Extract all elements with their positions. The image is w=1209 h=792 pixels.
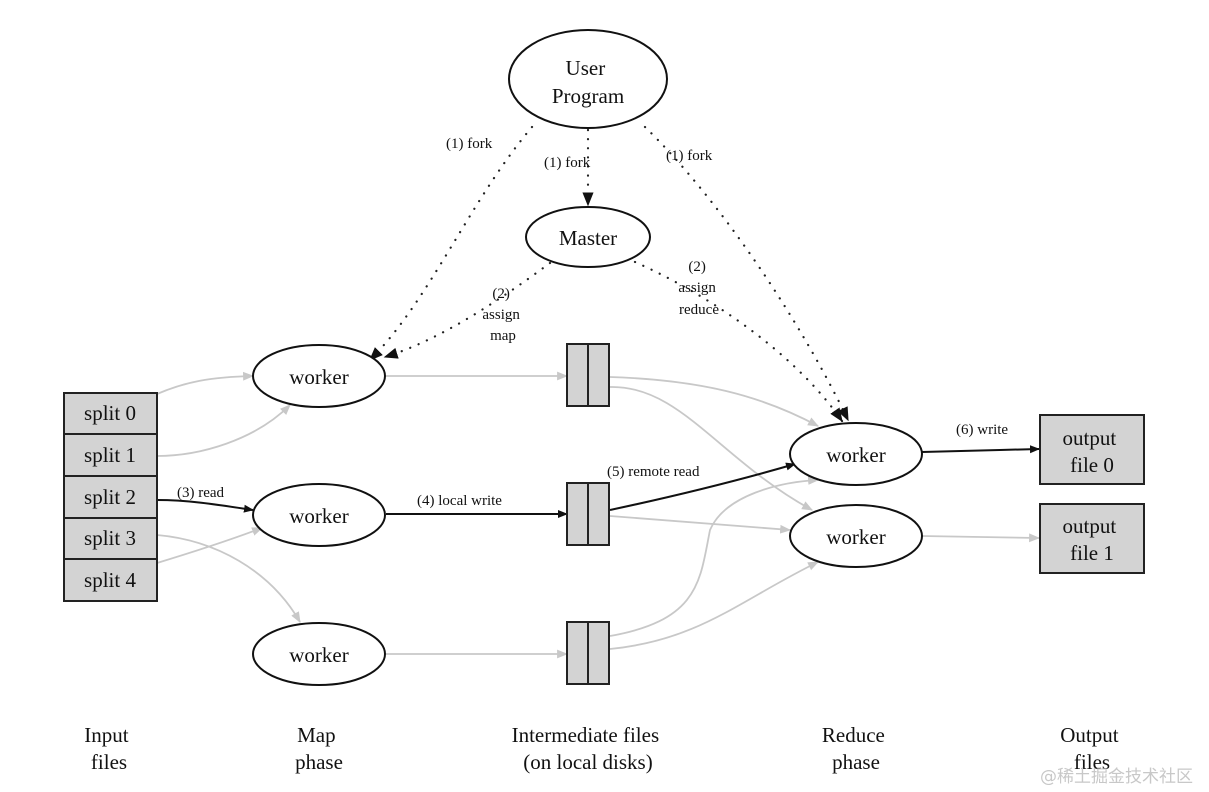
label-remote-read: (5) remote read [607, 464, 700, 480]
input-splits: split 0 split 1 split 2 split 3 split 4 [63, 392, 158, 602]
edge-intermediate-3-to-reduce-worker-1 [609, 476, 820, 637]
label-fork-center: (1) fork [544, 155, 591, 171]
map-worker-3-label: worker [289, 643, 348, 667]
edge-split2-read [156, 499, 254, 513]
reduce-worker-1-label: worker [826, 443, 885, 467]
split-0: split 0 [84, 401, 136, 425]
split-2: split 2 [84, 485, 136, 509]
map-worker-1: worker [252, 344, 386, 408]
edge-fork-to-reduce-worker [643, 125, 850, 422]
reduce-worker-1: worker [789, 422, 923, 486]
output-file-1-label: output file 1 [1063, 514, 1122, 565]
control-edges [368, 125, 850, 423]
edge-split4-to-map-worker-2 [156, 527, 264, 564]
label-read: (3) read [177, 485, 225, 501]
caption-input-files: Input files [84, 723, 134, 774]
output-file-0-label: output file 0 [1063, 426, 1122, 477]
edge-split1-to-map-worker-1 [156, 404, 291, 457]
split-4: split 4 [84, 568, 136, 592]
intermediate-file-2 [566, 482, 610, 546]
caption-output-files: Output files [1060, 723, 1124, 774]
user-program-node: User Program [508, 29, 668, 129]
label-local-write: (4) local write [417, 493, 502, 509]
label-fork-right: (1) fork [666, 148, 713, 164]
intermediate-file-3 [566, 621, 610, 685]
label-assign-reduce: (2) assign reduce [678, 259, 719, 318]
output-file-1: output file 1 [1039, 503, 1145, 574]
map-worker-2-label: worker [289, 504, 348, 528]
edge-split0-to-map-worker-1 [156, 371, 255, 395]
reduce-worker-2: worker [789, 504, 923, 568]
edge-assign-map [383, 261, 552, 359]
split-3: split 3 [84, 526, 136, 550]
edge-intermediate-1-to-reduce-worker-2 [609, 386, 813, 511]
master-label: Master [559, 226, 617, 250]
edge-fork-to-map-worker [368, 125, 534, 362]
edge-intermediate-3-to-reduce-worker-2 [609, 561, 819, 650]
caption-intermediate-files: Intermediate files (on local disks) [512, 723, 665, 774]
edge-labels: (1) fork (1) fork (1) fork (2) assign ma… [177, 136, 1008, 509]
edge-intermediate-1-to-reduce-worker-1 [609, 376, 819, 427]
edge-remote-read [609, 462, 796, 511]
edge-intermediate-2-to-reduce-worker-2 [609, 515, 792, 534]
map-worker-3: worker [252, 622, 386, 686]
caption-reduce-phase: Reduce phase [822, 723, 890, 774]
label-write: (6) write [956, 422, 1008, 438]
active-edges [156, 445, 1040, 518]
intermediate-file-1 [566, 343, 610, 407]
column-captions: Input files Map phase Intermediate files… [84, 723, 1124, 774]
edge-write [921, 445, 1040, 454]
edge-split3-to-map-worker-3 [156, 534, 301, 623]
inactive-edges [156, 371, 1041, 659]
map-worker-1-label: worker [289, 365, 348, 389]
label-assign-map: (2) assign map [482, 286, 523, 344]
split-1: split 1 [84, 443, 136, 467]
edge-assign-reduce [633, 260, 844, 423]
watermark: @稀土掘金技术社区 [1040, 767, 1193, 787]
label-fork-left: (1) fork [446, 136, 493, 152]
reduce-worker-2-label: worker [826, 525, 885, 549]
user-program-label: User Program [552, 56, 624, 108]
edge-reduce-worker-2-to-output-1 [921, 533, 1041, 543]
map-worker-2: worker [252, 483, 386, 547]
master-node: Master [525, 206, 651, 268]
caption-map-phase: Map phase [295, 723, 343, 774]
output-file-0: output file 0 [1039, 414, 1145, 485]
